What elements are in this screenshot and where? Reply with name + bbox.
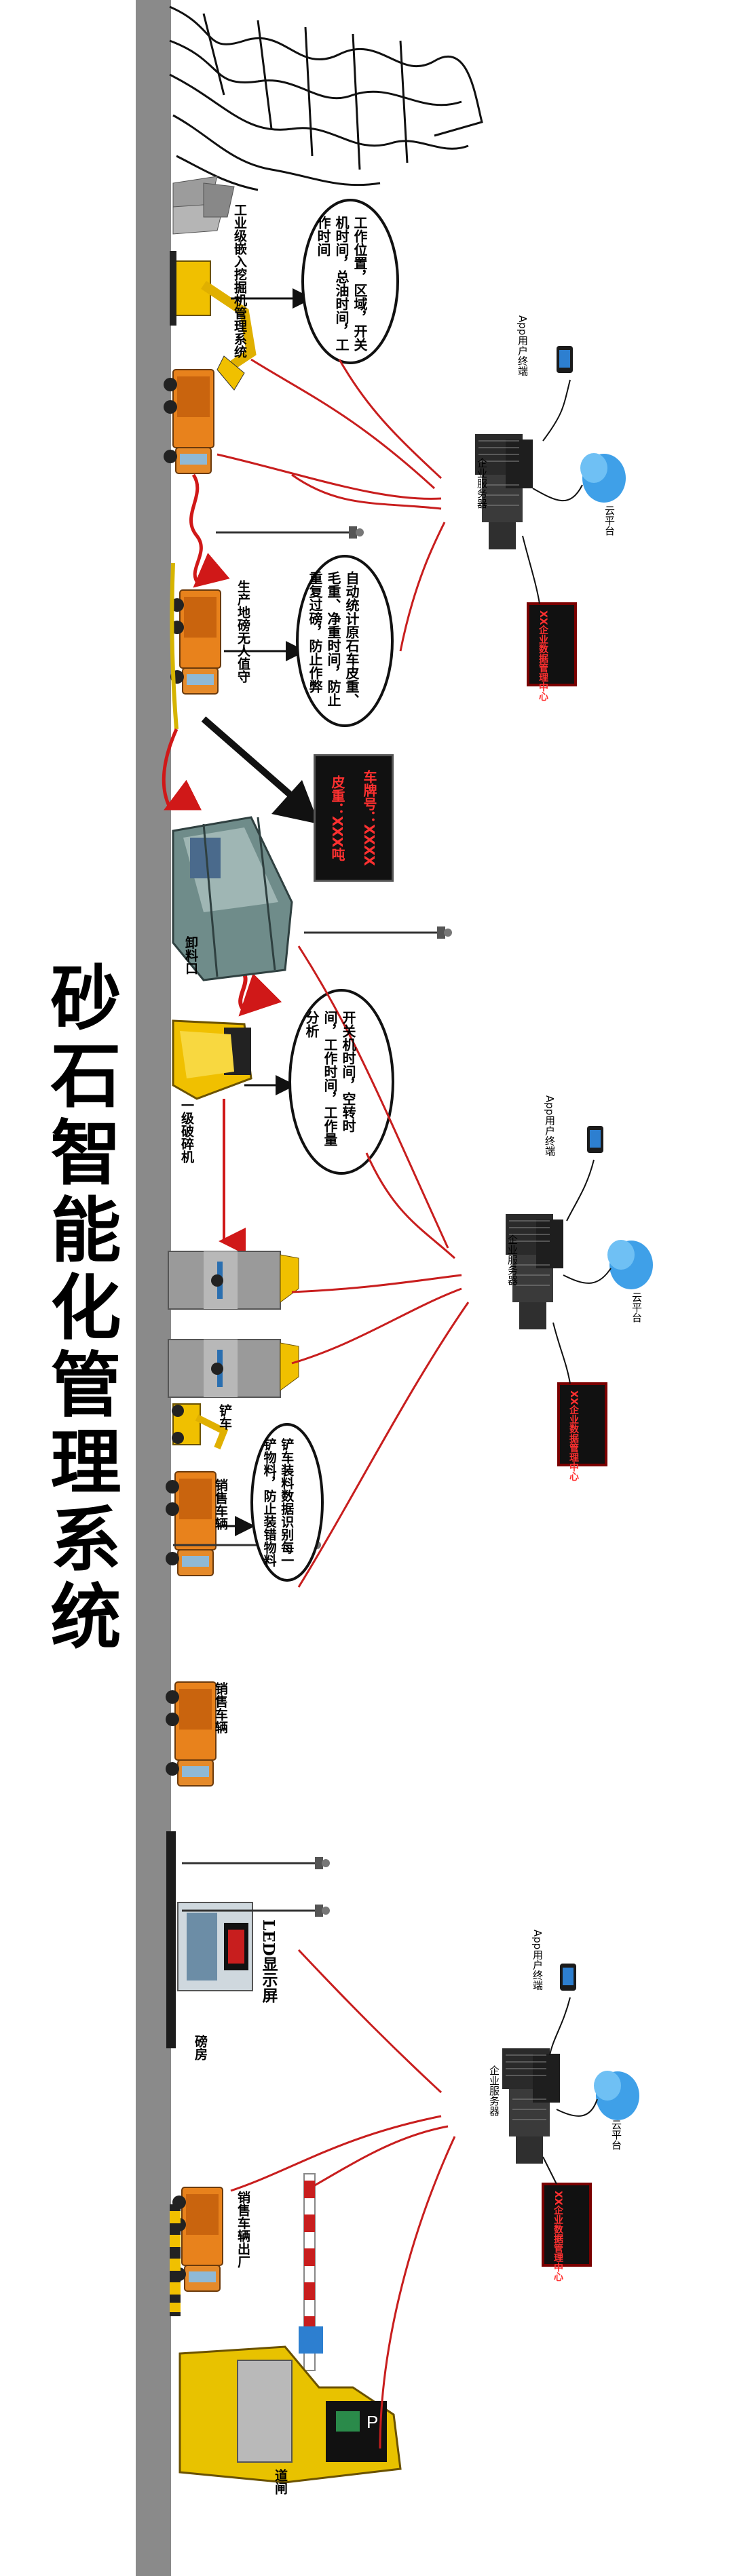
display-line-2: 皮重：XXX吨 xyxy=(329,775,345,861)
road xyxy=(136,0,171,2576)
silo-icon xyxy=(168,1251,299,1310)
app-terminal-label: App用户终端 xyxy=(516,315,529,376)
network-links xyxy=(217,358,470,2449)
page-title: 砂石智能化管理系统 xyxy=(38,961,121,1657)
cloud-label: 云平台 xyxy=(610,2120,622,2150)
label-loader: 铲车 xyxy=(217,1404,232,1430)
server-label: 企业服务器 xyxy=(476,458,488,509)
server-label: 企业服务器 xyxy=(488,2065,500,2116)
camera-pole-icon xyxy=(303,925,453,940)
label-mining: 工业级嵌入挖掘机管理系统 xyxy=(232,203,247,358)
loader-icon xyxy=(172,1403,229,1449)
flow-arrow xyxy=(162,728,202,811)
unload-gate-icon xyxy=(172,816,293,981)
display-panel: 皮重：XXX吨 车牌号：XXXX xyxy=(314,754,394,882)
server-group-3 xyxy=(502,1964,639,2267)
loader-bubble-text: 铲车装料数据识别每一铲物料，防止装错物料 xyxy=(261,1438,295,1567)
server-group-1 xyxy=(474,346,626,686)
label-barrier: 道闸 xyxy=(273,2469,288,2495)
label-sales-truck-2: 销售车辆 xyxy=(213,1682,228,1734)
monitor-icon xyxy=(527,602,577,686)
crusher-bubble xyxy=(288,989,394,1175)
cloud-label: 云平台 xyxy=(603,505,616,536)
label-crusher: 一级破碎机 xyxy=(179,1099,194,1163)
data-center-label: XX企业数据管理中心 xyxy=(552,2191,563,2282)
scale-platform xyxy=(166,1831,176,2048)
label-led-screen: LED显示屏 xyxy=(259,1919,278,2003)
label-workshop: 生产地磅无人值守 xyxy=(236,580,250,683)
svg-text:P: P xyxy=(366,2412,378,2432)
server-rack-icon xyxy=(502,2048,561,2164)
dump-truck-icon xyxy=(170,589,221,695)
rock-pile-icon xyxy=(172,176,235,235)
server-label: 企业服务器 xyxy=(506,1234,519,1285)
loader-bubble xyxy=(250,1423,324,1582)
app-terminal-label: App用户终端 xyxy=(531,1930,544,1991)
camera-pole-icon xyxy=(214,525,365,540)
dump-truck-icon xyxy=(163,369,214,474)
flow-arrow xyxy=(189,473,230,588)
dump-truck-icon xyxy=(165,1681,217,1787)
cloud-label: 云平台 xyxy=(631,1292,643,1323)
label-scale: 磅房 xyxy=(193,2035,208,2061)
data-center-label: XX企业数据管理中心 xyxy=(568,1390,579,1481)
label-truck-exit: 销售车辆出厂 xyxy=(236,2191,250,2268)
excavator-bubble xyxy=(301,199,399,364)
silo-icon xyxy=(168,1339,299,1398)
label-sales-truck-1: 销售车辆 xyxy=(213,1479,228,1530)
monitor-icon xyxy=(542,2183,592,2267)
barrier-terminal-icon: P xyxy=(178,2326,402,2484)
excavator-icon xyxy=(170,251,257,391)
weighbridge-bubble xyxy=(296,555,394,727)
app-terminal-label: App用户终端 xyxy=(544,1095,556,1156)
dump-truck-icon xyxy=(165,1471,217,1576)
camera-pole-icon xyxy=(181,1856,331,1871)
led-board-icon xyxy=(177,1902,253,1991)
data-center-label: XX企业数据管理中心 xyxy=(538,610,548,701)
crusher-icon xyxy=(172,1019,252,1100)
monitor-icon xyxy=(557,1382,607,1466)
excavator-bubble-text: 工作位置，区域，开关机时间，总油时间，工作时间 xyxy=(315,216,368,351)
weighbridge-bubble-text: 自动统计原石车皮重、毛重、净重时间，防止重复过磅，防止作弊 xyxy=(307,571,360,707)
server-group-2 xyxy=(505,1126,653,1466)
crusher-bubble-text: 开关机时间，空转时间，工作时间，工作量分析 xyxy=(303,1011,356,1146)
mountain-icon xyxy=(169,5,483,191)
label-unload-gate: 卸料口 xyxy=(183,936,198,975)
weighbridge-platform xyxy=(170,562,178,730)
display-line-1: 车牌号：XXXX xyxy=(361,770,377,866)
info-arrowhead xyxy=(271,780,319,824)
